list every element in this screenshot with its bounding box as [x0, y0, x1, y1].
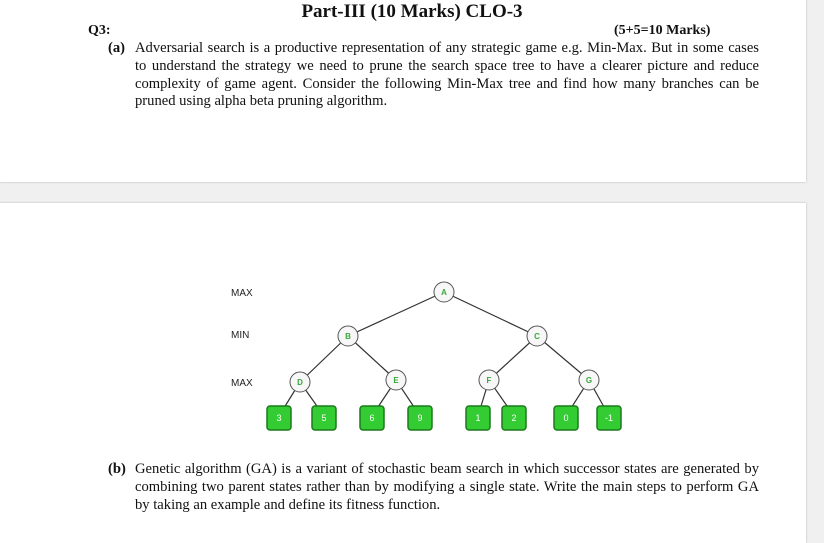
level-label-min: MIN [231, 330, 250, 341]
node-C-label: C [534, 332, 540, 341]
leaf-8: -1 [596, 405, 622, 431]
section-title: Part-III (10 Marks) CLO-3 [301, 1, 523, 22]
leaf-2-label: 5 [321, 413, 326, 423]
node-E-label: E [393, 376, 399, 385]
leaf-6: 2 [501, 405, 527, 431]
part-a-text: Adversarial search is a productive repre… [135, 40, 759, 110]
marks-label: (5+5=10 Marks) [614, 23, 711, 38]
node-C: C [526, 325, 548, 347]
node-B-label: B [345, 332, 351, 341]
node-E: E [385, 369, 407, 391]
tree-edges [278, 291, 610, 417]
leaf-4: 9 [407, 405, 433, 431]
question-number: Q3: [88, 23, 111, 38]
leaf-1-label: 3 [276, 413, 281, 423]
node-F: F [478, 369, 500, 391]
leaf-6-label: 2 [511, 413, 516, 423]
node-D-label: D [297, 378, 303, 387]
node-A: A [433, 281, 455, 303]
leaf-5: 1 [465, 405, 491, 431]
part-b-text: Genetic algorithm (GA) is a variant of s… [135, 461, 759, 513]
node-A-label: A [441, 288, 447, 297]
part-b-label: (b) [108, 461, 126, 477]
node-D: D [289, 371, 311, 393]
leaf-4-label: 9 [417, 413, 422, 423]
leaf-5-label: 1 [475, 413, 480, 423]
node-B: B [337, 325, 359, 347]
level-label-max-top: MAX [231, 288, 253, 299]
page-top [0, 0, 806, 182]
part-a-paragraph: (a) Adversarial search is a productive r… [108, 40, 759, 111]
level-label-max-bottom: MAX [231, 378, 253, 389]
leaf-1: 3 [266, 405, 292, 431]
node-G-label: G [586, 376, 592, 385]
node-F-label: F [487, 376, 492, 385]
leaf-2: 5 [311, 405, 337, 431]
part-b-paragraph: (b) Genetic algorithm (GA) is a variant … [108, 461, 759, 514]
node-G: G [578, 369, 600, 391]
leaf-7: 0 [553, 405, 579, 431]
part-a-label: (a) [108, 40, 126, 56]
leaf-7-label: 0 [563, 413, 568, 423]
leaf-8-label: -1 [605, 413, 613, 423]
leaf-3-label: 6 [369, 413, 374, 423]
leaf-3: 6 [359, 405, 385, 431]
